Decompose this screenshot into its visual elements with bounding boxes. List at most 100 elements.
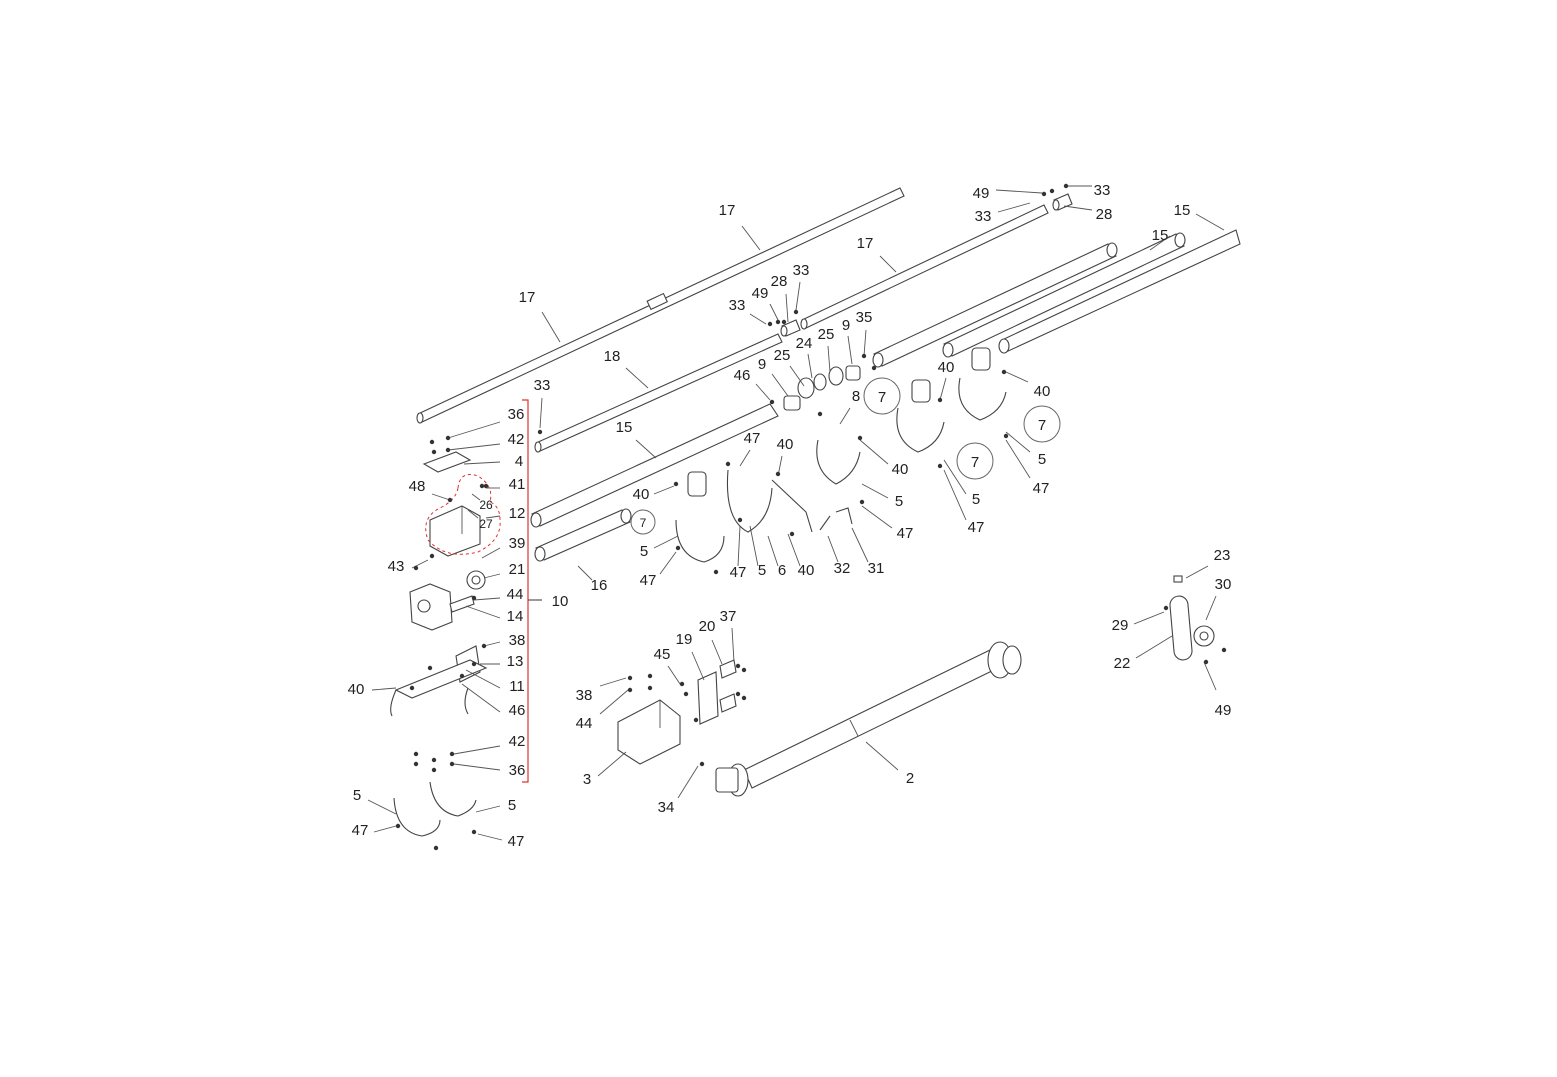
leader-c49b — [769, 303, 779, 321]
tube-15-lower — [530, 403, 779, 528]
link-23 — [1173, 575, 1183, 583]
tube-15-middle — [872, 242, 1118, 368]
leader-c21 — [483, 573, 501, 579]
callout-c46b: 46 — [509, 702, 526, 719]
leader-c44b — [599, 689, 629, 715]
hardware-dot — [741, 695, 747, 701]
callout-c21: 21 — [509, 561, 526, 578]
callout-c47c: 47 — [744, 430, 761, 447]
hardware-dot — [627, 687, 633, 693]
callout-c5b: 5 — [508, 797, 516, 814]
leader-c33d — [749, 313, 767, 325]
leader-c5g — [1005, 431, 1031, 453]
hardware-dot — [409, 685, 415, 691]
callout-c35: 35 — [856, 309, 873, 326]
callout-c34: 34 — [658, 799, 675, 816]
hardware-dot — [481, 643, 487, 649]
callout-c9b: 9 — [758, 356, 766, 373]
hardware-dot — [741, 667, 747, 673]
callout-c19: 19 — [676, 631, 693, 648]
hardware-dot — [1203, 659, 1209, 665]
tube-15-upper — [942, 232, 1186, 358]
strap-5-e — [958, 347, 1007, 421]
callout-c8: 8 — [852, 388, 860, 405]
leader-c6 — [767, 535, 779, 567]
tube-16 — [534, 508, 632, 562]
leader-c5d — [749, 525, 759, 567]
callout-c40b: 40 — [1034, 383, 1051, 400]
callout-c33a: 33 — [1094, 182, 1111, 199]
callout-c15c: 15 — [616, 419, 633, 436]
hardware-dot — [781, 319, 787, 325]
leader-c35 — [863, 329, 867, 357]
hardware-dot — [1163, 605, 1169, 611]
hardware-dot — [737, 517, 743, 523]
leader-c5c — [653, 535, 679, 549]
leader-c19 — [691, 651, 705, 681]
leader-c49c — [1203, 661, 1217, 691]
leader-c38b — [599, 677, 627, 687]
leader-c37 — [731, 627, 735, 663]
callout-c22: 22 — [1114, 655, 1131, 672]
leader-c15b — [1149, 235, 1171, 251]
callout-c17b: 17 — [519, 289, 536, 306]
leader-c28a — [1063, 205, 1093, 211]
shield-3 — [617, 699, 681, 765]
callout-c47d: 47 — [640, 572, 657, 589]
hardware-dot — [775, 471, 781, 477]
hardware-dot — [1049, 188, 1055, 194]
hardware-dot — [483, 483, 489, 489]
hardware-dot — [871, 365, 877, 371]
hardware-dot — [937, 463, 943, 469]
leader-c17b — [541, 311, 561, 343]
strap-5-b — [726, 469, 813, 533]
callout-c6: 6 — [778, 562, 786, 579]
hardware-dots — [395, 183, 1227, 851]
leader-c40b — [1005, 371, 1029, 383]
callout-c5a: 5 — [353, 787, 361, 804]
hardware-dot — [447, 497, 453, 503]
leader-c9a — [847, 335, 853, 365]
callout-c41: 41 — [509, 476, 526, 493]
coupling-28-upper — [1052, 193, 1073, 211]
callout-c17a: 17 — [719, 202, 736, 219]
strap-5-left-a — [393, 797, 441, 837]
hardware-dot — [431, 757, 437, 763]
callout-c47b: 47 — [508, 833, 525, 850]
hardware-dot — [413, 761, 419, 767]
callout-c5f: 5 — [972, 491, 980, 508]
hardware-dot — [713, 569, 719, 575]
hardware-dot — [693, 717, 699, 723]
hardware-dot — [471, 829, 477, 835]
leader-c16 — [577, 565, 593, 581]
hardware-dot — [459, 673, 465, 679]
hardware-dot — [859, 499, 865, 505]
leader-c42a — [447, 443, 501, 451]
callout-c40a: 40 — [938, 359, 955, 376]
callout-c17c: 17 — [857, 235, 874, 252]
callout-c44a: 44 — [507, 586, 524, 603]
circled-callout-7d: 7 — [630, 509, 656, 535]
callout-c32: 32 — [834, 560, 851, 577]
callout-7c: 7 — [971, 454, 979, 471]
hardware-dot — [647, 673, 653, 679]
callout-c36a: 36 — [508, 406, 525, 423]
callout-c25a: 25 — [818, 326, 835, 343]
hardware-dot — [647, 685, 653, 691]
hardware-dot — [427, 665, 433, 671]
callout-7a: 7 — [878, 389, 886, 406]
callout-c47g: 47 — [968, 519, 985, 536]
leader-c31 — [851, 527, 869, 563]
leader-c33e — [539, 397, 543, 429]
leader-c47a — [373, 825, 397, 833]
hardware-dot — [679, 681, 685, 687]
leader-c5a — [367, 799, 397, 815]
callout-c18: 18 — [604, 348, 621, 365]
circled-callout-7b: 7 — [1023, 405, 1061, 443]
callout-c43: 43 — [388, 558, 405, 575]
plate-4 — [422, 451, 472, 473]
callout-c39: 39 — [509, 535, 526, 552]
hardware-dot — [537, 429, 543, 435]
leader-c14 — [465, 605, 501, 619]
hardware-dot — [789, 531, 795, 537]
